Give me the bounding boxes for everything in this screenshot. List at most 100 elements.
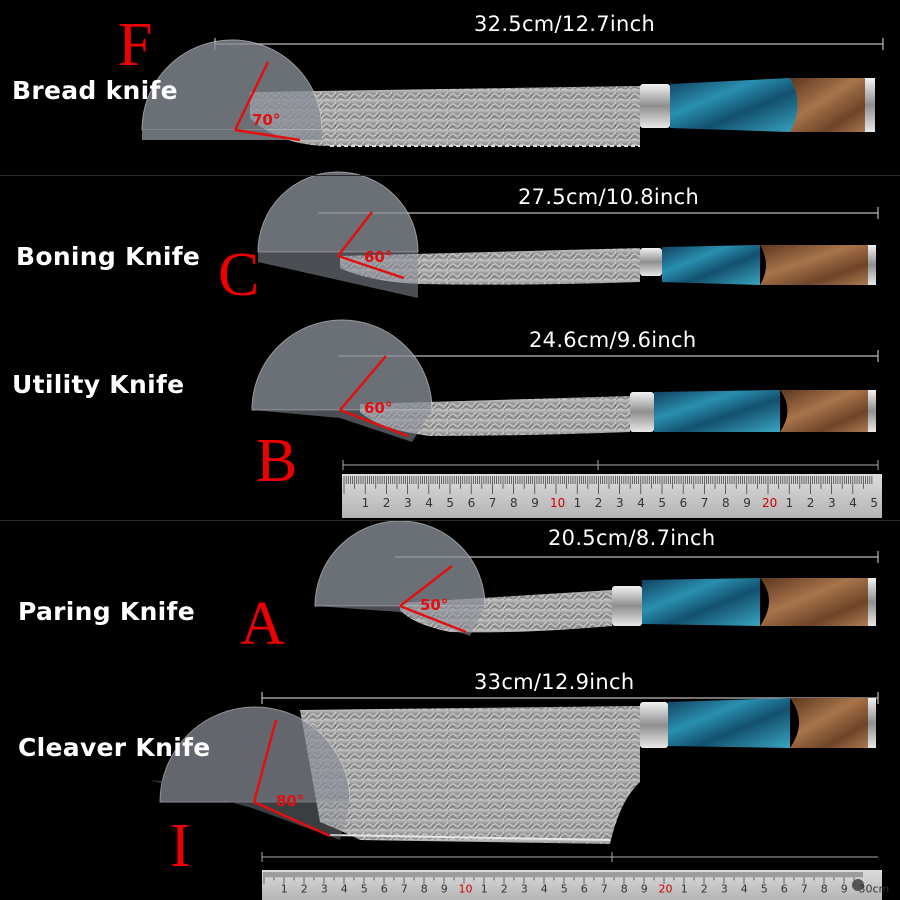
ruler-lower-label: 7 xyxy=(801,882,808,895)
ruler-upper-label: 3 xyxy=(616,496,624,510)
blade xyxy=(250,86,640,146)
bolster xyxy=(640,84,670,128)
ruler-lower-label: 4 xyxy=(741,882,748,895)
ruler-upper-label: 10 xyxy=(550,496,565,510)
knife-letter-utility: B xyxy=(256,427,298,495)
ruler-upper-label: 1 xyxy=(786,496,794,510)
knife-paring xyxy=(314,520,879,636)
angle-label-bread: 70° xyxy=(252,111,280,129)
angle-label-paring: 50° xyxy=(420,596,448,614)
knife-boning xyxy=(257,171,879,298)
knife-name-utility: Utility Knife xyxy=(12,370,185,399)
ruler-upper-label: 8 xyxy=(510,496,518,510)
ruler-upper-label: 3 xyxy=(828,496,836,510)
ruler-lower-label: 4 xyxy=(341,882,348,895)
ruler-upper-label: 4 xyxy=(425,496,433,510)
section-divider xyxy=(0,175,900,176)
angle-label-boning: 60° xyxy=(364,248,392,266)
knife-letter-cleaver: I xyxy=(170,812,191,880)
ruler-upper-label: 1 xyxy=(362,496,370,510)
ruler-upper-label: 4 xyxy=(637,496,645,510)
angle-line xyxy=(339,355,387,411)
ruler-lower-label: 9 xyxy=(441,882,448,895)
ruler-upper-label: 2 xyxy=(383,496,391,510)
angle-label-utility: 60° xyxy=(364,399,392,417)
ruler-lower-label: 2 xyxy=(701,882,708,895)
knife-letter-paring: A xyxy=(240,590,285,658)
ruler-lower-label: 3 xyxy=(521,882,528,895)
ruler-upper-label: 9 xyxy=(743,496,751,510)
knife-name-boning: Boning Knife xyxy=(16,242,201,271)
angle-line xyxy=(399,604,467,634)
handle xyxy=(670,78,800,132)
handle xyxy=(654,390,780,432)
ruler-lower-label: 1 xyxy=(281,882,288,895)
ruler-lower-label: 8 xyxy=(821,882,828,895)
ruler-lower-label: 5 xyxy=(561,882,568,895)
ruler-lower-label: 6 xyxy=(381,882,388,895)
knife-length-paring: 20.5cm/8.7inch xyxy=(548,526,716,550)
ruler-upper-label: 5 xyxy=(446,496,454,510)
ruler-lower-label: 9 xyxy=(841,882,848,895)
ruler-lower-label: 8 xyxy=(621,882,628,895)
bolster xyxy=(612,586,642,626)
ruler-upper-label: 8 xyxy=(722,496,730,510)
ruler-lower-label: 2 xyxy=(301,882,308,895)
knife-length-utility: 24.6cm/9.6inch xyxy=(529,328,697,352)
ruler-upper-label: 7 xyxy=(701,496,709,510)
ruler-upper-label: 5 xyxy=(870,496,878,510)
knife-length-boning: 27.5cm/10.8inch xyxy=(518,185,700,209)
ruler-upper-label: 2 xyxy=(595,496,603,510)
ruler-lower-label: 8 xyxy=(421,882,428,895)
protractor xyxy=(251,319,433,442)
knife-name-paring: Paring Knife xyxy=(18,597,195,626)
ruler-lower-label: 6 xyxy=(581,882,588,895)
ruler-upper-label: 7 xyxy=(489,496,497,510)
knife-name-bread: Bread knife xyxy=(12,76,178,105)
angle-label-cleaver: 80° xyxy=(276,792,304,810)
angle-line xyxy=(337,211,373,257)
ruler-upper-label: 6 xyxy=(680,496,688,510)
ruler-lower-label: 1 xyxy=(481,882,488,895)
ruler-lower-label: 30cm xyxy=(859,882,890,895)
ruler-lower-label: 9 xyxy=(641,882,648,895)
ruler-lower-label: 7 xyxy=(601,882,608,895)
blade xyxy=(300,706,640,844)
ruler-lower-label: 6 xyxy=(781,882,788,895)
protractor xyxy=(257,171,419,298)
ruler-upper-label: 1 xyxy=(574,496,582,510)
angle-line xyxy=(233,61,270,131)
angle-line xyxy=(337,254,405,280)
angle-line xyxy=(234,128,301,142)
ruler-lower-label: 3 xyxy=(321,882,328,895)
bolster xyxy=(630,392,654,432)
knife-letter-bread: F xyxy=(118,11,153,79)
handle xyxy=(662,245,760,285)
protractor xyxy=(314,520,486,636)
angle-line xyxy=(339,408,409,438)
ruler-upper-label: 3 xyxy=(404,496,412,510)
ruler-upper-label: 20 xyxy=(762,496,777,510)
ruler-lower-label: 5 xyxy=(361,882,368,895)
ruler-lower-label: 3 xyxy=(721,882,728,895)
ruler-lower-label: 2 xyxy=(501,882,508,895)
ruler-upper-label: 2 xyxy=(807,496,815,510)
ruler-lower-label: 1 xyxy=(681,882,688,895)
ruler-upper-label: 4 xyxy=(849,496,857,510)
bolster xyxy=(640,248,662,276)
knife-length-bread: 32.5cm/12.7inch xyxy=(474,12,656,36)
ruler-lower-label: 10 xyxy=(459,882,473,895)
knife-length-cleaver: 33cm/12.9inch xyxy=(474,670,635,694)
handle xyxy=(668,698,790,748)
ruler-upper-label: 9 xyxy=(531,496,539,510)
knife-bread xyxy=(141,38,884,147)
knife-cleaver xyxy=(150,692,879,862)
section-divider xyxy=(0,520,900,521)
ruler-upper-label: 5 xyxy=(658,496,666,510)
ruler-lower-label: 7 xyxy=(401,882,408,895)
protractor xyxy=(150,706,351,840)
angle-line xyxy=(253,800,331,838)
